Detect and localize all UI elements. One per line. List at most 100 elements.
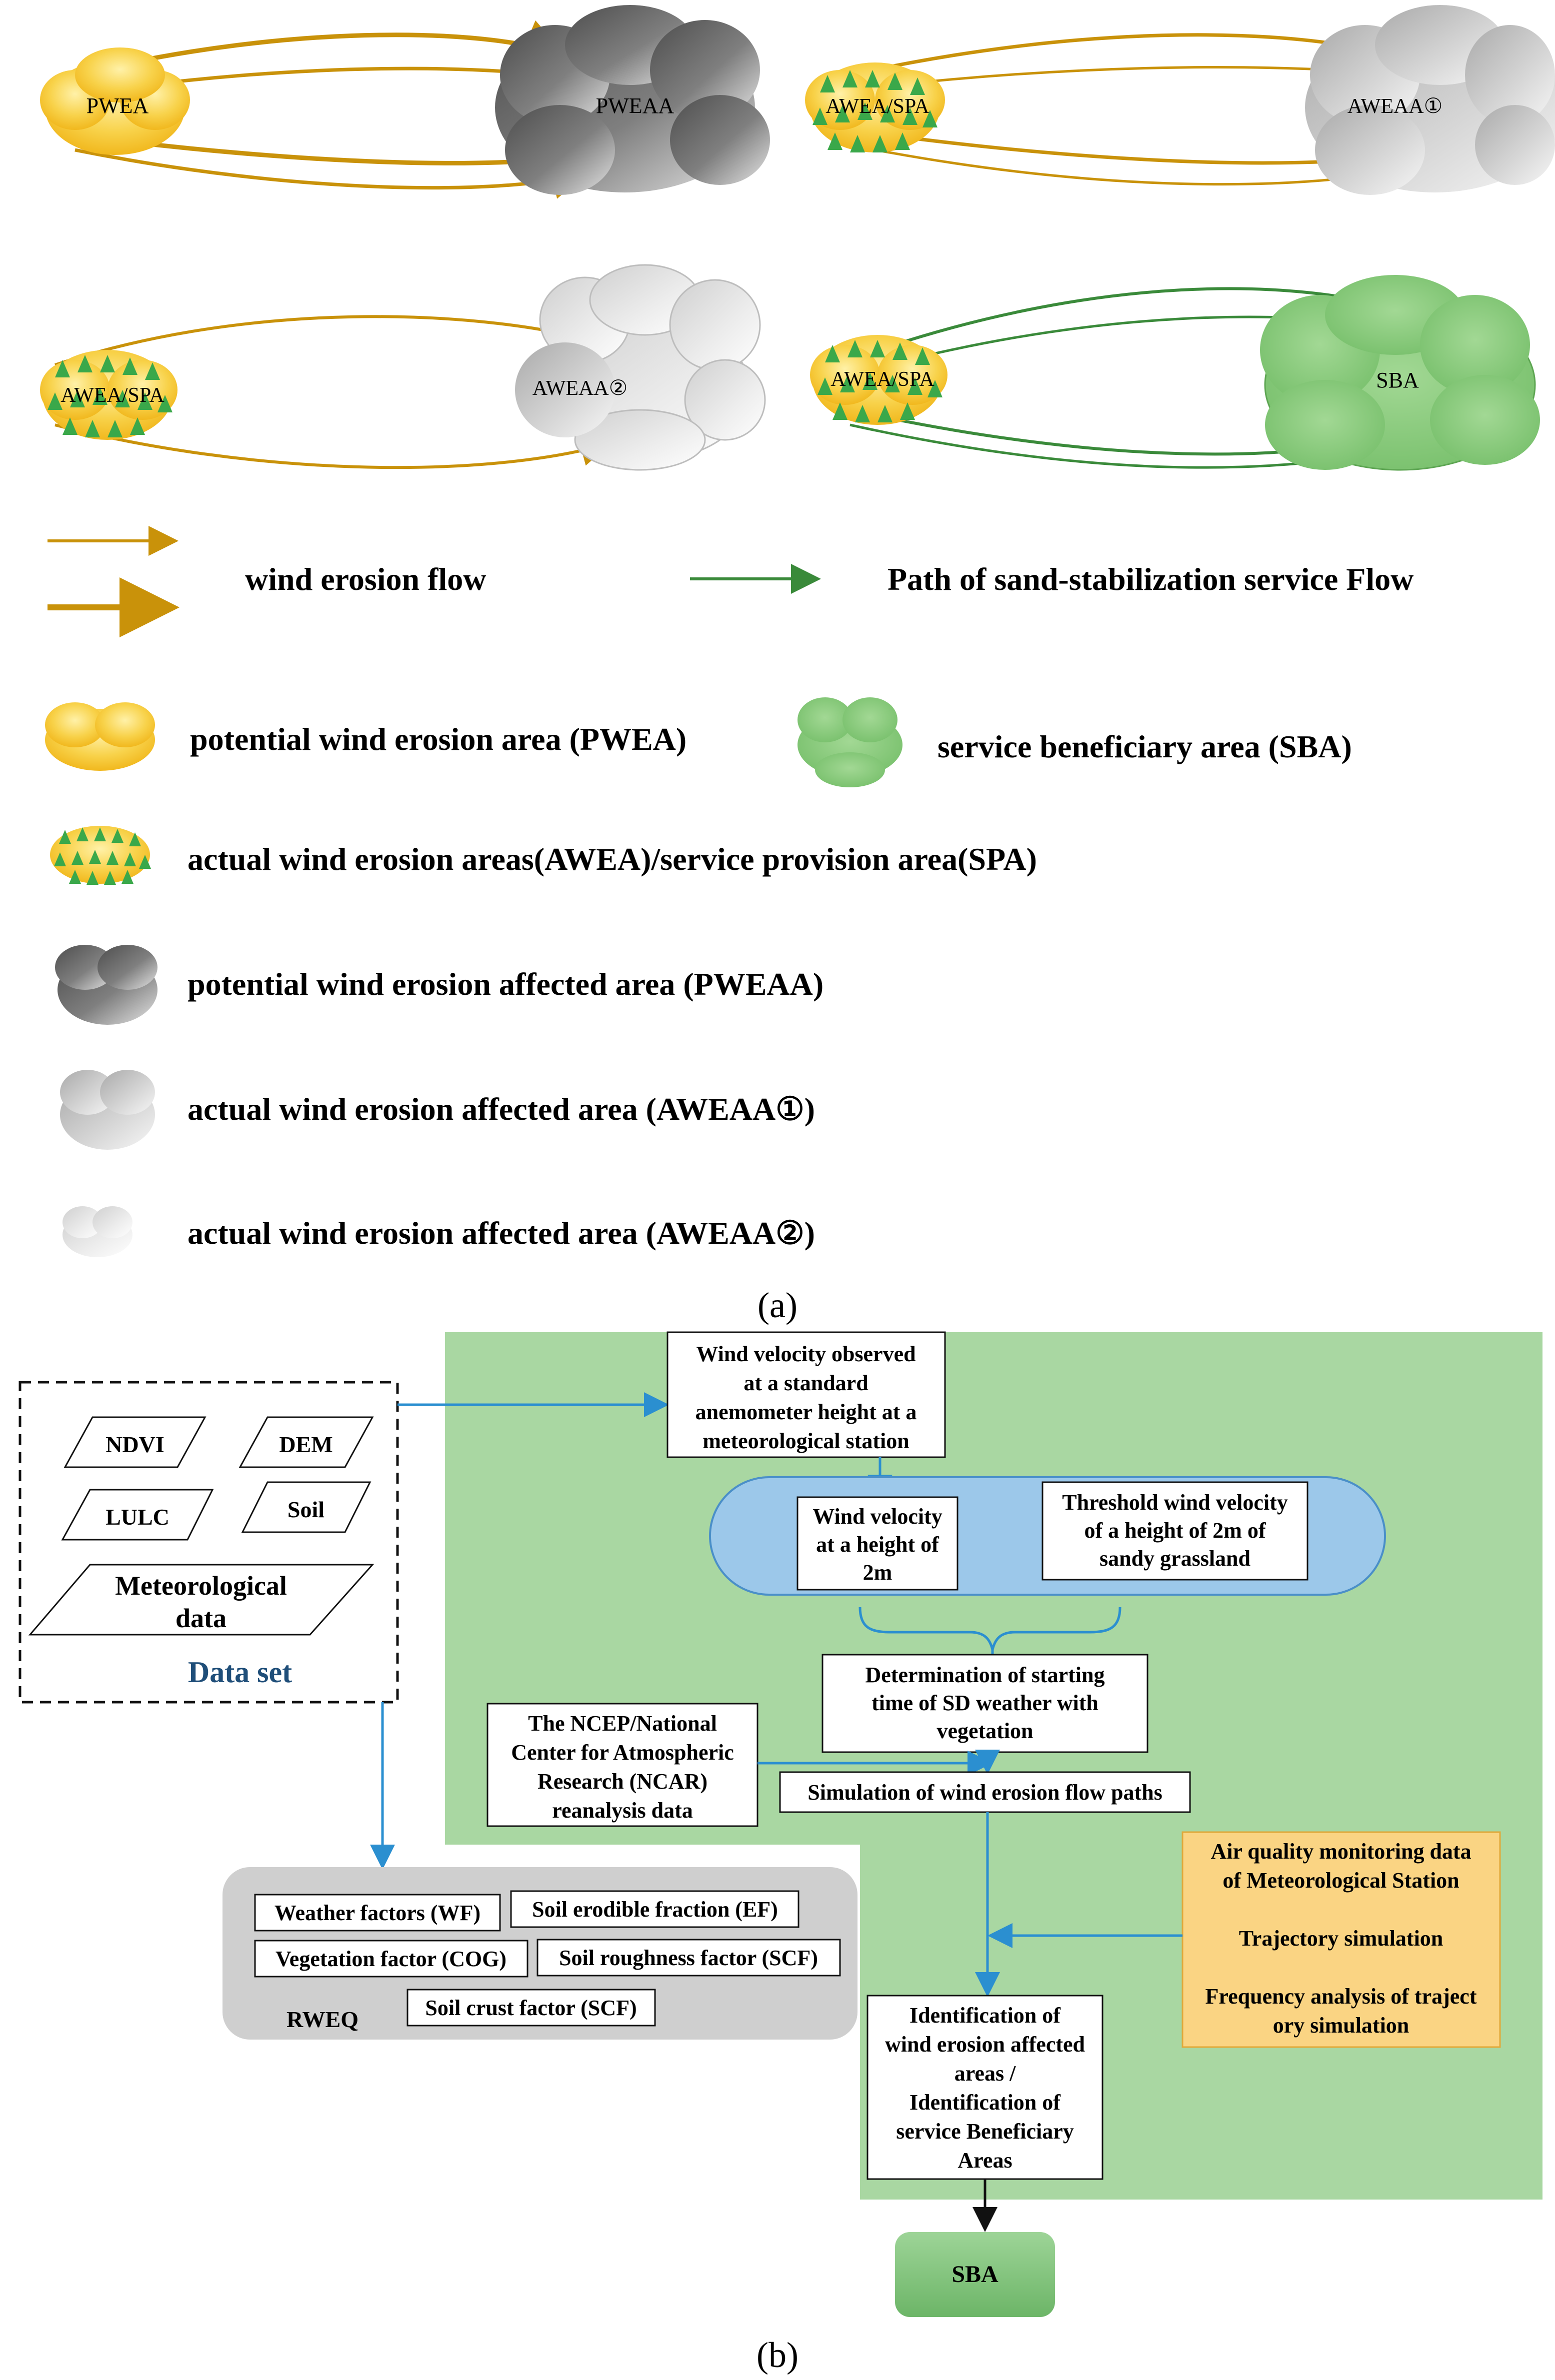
threshold-line1: Threshold wind velocity	[1062, 1490, 1288, 1515]
dataset-soil: Soil	[288, 1497, 324, 1522]
rweq-scf-rough-box	[536, 1939, 841, 1977]
aweaa2-cloud	[515, 264, 766, 471]
rweq-scf-crust-box	[406, 1989, 656, 2027]
legend-pwea-cloud	[45, 702, 155, 771]
legend-aweaa2-cloud	[62, 1206, 132, 1257]
wind-2m-line2: at a height of	[816, 1532, 940, 1557]
air-quality-line3: Trajectory simulation	[1239, 1926, 1444, 1951]
dataset-soil-shape	[241, 1481, 372, 1533]
legend-label-wind-erosion-flow: wind erosion flow	[245, 561, 486, 597]
dataset-dem-shape	[238, 1416, 374, 1468]
threshold-line2: of a height of 2m of	[1084, 1518, 1266, 1543]
aweaa1-cloud	[1305, 5, 1555, 195]
legend-aweaa2: actual wind erosion affected area (AWEAA…	[62, 1206, 815, 1257]
legend-service-flow: Path of sand-stabilization service Flow	[690, 561, 1414, 597]
ncep-box	[486, 1703, 758, 1827]
dataset-met-line1: Meteorological	[115, 1571, 287, 1601]
rweq-scf-rough: Soil roughness factor (SCF)	[559, 1946, 818, 1970]
legend-pweaa: potential wind erosion affected area (PW…	[55, 945, 824, 1025]
legend-pweaa-cloud	[55, 945, 158, 1025]
wind-2m-box	[796, 1496, 958, 1591]
sba-box	[895, 2232, 1055, 2317]
wind-2m-line1: Wind velocity	[812, 1504, 942, 1529]
legend-awea-spa-cloud	[50, 826, 151, 885]
wind-observed-line4: meteorological station	[702, 1429, 909, 1453]
erosion-arrow	[54, 423, 611, 469]
tree-icons	[54, 827, 151, 885]
wind-observed-line1: Wind velocity observed	[696, 1342, 916, 1366]
identification-line3: areas /	[954, 2061, 1016, 2086]
node-label-awea-spa-2: AWEA/SPA	[60, 384, 164, 407]
wind-observed-line3: anemometer height at a	[696, 1400, 917, 1424]
simulation-box	[779, 1771, 1191, 1813]
pwea-cloud	[40, 47, 190, 155]
identification-line6: Areas	[958, 2148, 1012, 2173]
erosion-arrow	[74, 148, 587, 199]
tree-icons	[818, 340, 942, 422]
air-quality-line2: of Meteorological Station	[1222, 1868, 1459, 1893]
dataset-ndvi-shape	[64, 1416, 206, 1468]
tree-icons	[48, 355, 172, 437]
air-quality-line5: ory simulation	[1273, 2013, 1410, 2038]
legend-label-aweaa1: actual wind erosion affected area (AWEAA…	[188, 1091, 815, 1127]
rweq-cog: Vegetation factor (COG)	[276, 1947, 506, 1971]
determination-line3: vegetation	[936, 1719, 1033, 1743]
awea-spa-cloud-1	[805, 62, 945, 152]
rweq-ef: Soil erodible fraction (EF)	[532, 1897, 778, 1922]
legend-label-sba: service beneficiary area (SBA)	[938, 729, 1352, 764]
threshold-box	[1042, 1481, 1308, 1581]
sba-cloud	[1260, 275, 1540, 471]
awea-spa-cloud-3	[810, 335, 948, 425]
panel-a: PWEA PWEAA AWEA/SPA	[40, 5, 1555, 1325]
legend-aweaa1: actual wind erosion affected area (AWEAA…	[60, 1070, 815, 1150]
wind-2m-line3: 2m	[863, 1560, 892, 1585]
node-label-sba: SBA	[1376, 368, 1419, 392]
node-label-aweaa2: AWEAA②	[532, 377, 628, 400]
rweq-cog-box	[254, 1940, 528, 1978]
dataset-dem: DEM	[279, 1432, 332, 1457]
identification-line1: Identification of	[910, 2003, 1061, 2028]
air-quality-line4: Frequency analysis of traject	[1206, 1984, 1477, 2009]
legend-pwea: potential wind erosion area (PWEA)	[45, 702, 686, 771]
legend-awea-spa: actual wind erosion areas(AWEA)/service …	[50, 826, 1037, 885]
node-label-aweaa1: AWEAA①	[1348, 95, 1443, 118]
dataset-lulc-shape	[61, 1489, 214, 1541]
panel-b: NDVI DEM LULC Soil Meteorological data D…	[18, 1331, 1542, 2375]
air-quality-line1: Air quality monitoring data	[1210, 1839, 1471, 1864]
ncep-line4: reanalysis data	[552, 1798, 693, 1823]
caption-a: (a)	[758, 1285, 798, 1325]
rweq-wf: Weather factors (WF)	[274, 1901, 480, 1925]
caption-b: (b)	[756, 2335, 798, 2375]
dataset-title: Data set	[188, 1656, 292, 1689]
legend-label-aweaa2: actual wind erosion affected area (AWEAA…	[188, 1215, 815, 1251]
dataset-met-shape	[28, 1564, 374, 1636]
legend-label-awea-spa: actual wind erosion areas(AWEA)/service …	[188, 841, 1037, 877]
legend-erosion-flow: wind erosion flow	[48, 526, 486, 637]
node-label-awea-spa-3: AWEA/SPA	[830, 368, 934, 391]
rweq-ef-box	[510, 1890, 800, 1928]
legend-aweaa1-cloud	[60, 1070, 155, 1150]
identification-box	[866, 1995, 1104, 2180]
determination-line2: time of SD weather with	[872, 1691, 1098, 1715]
tree-icons	[812, 70, 938, 152]
dataset-ndvi: NDVI	[106, 1432, 164, 1457]
sba-label: SBA	[952, 2261, 998, 2288]
ncep-line1: The NCEP/National	[528, 1711, 717, 1736]
rweq-title: RWEQ	[286, 2007, 358, 2032]
determination-box	[822, 1654, 1148, 1753]
legend-label-pweaa: potential wind erosion affected area (PW…	[188, 966, 824, 1002]
dataset-lulc: LULC	[106, 1504, 170, 1530]
identification-line5: service Beneficiary	[896, 2119, 1074, 2144]
determination-line1: Determination of starting	[865, 1663, 1104, 1687]
wind-observed-line2: at a standard	[744, 1371, 868, 1395]
flow-awea-to-aweaa2	[54, 315, 611, 469]
rweq-scf-crust: Soil crust factor (SCF)	[425, 1996, 636, 2020]
node-label-pweaa: PWEAA	[596, 93, 674, 118]
ncep-line2: Center for Atmospheric	[511, 1740, 734, 1765]
rweq-wf-box	[254, 1894, 501, 1932]
awea-spa-cloud-2	[40, 350, 178, 440]
threshold-line3: sandy grassland	[1100, 1546, 1250, 1571]
legend-label-service-flow: Path of sand-stabilization service Flow	[888, 561, 1414, 597]
legend-label-pwea: potential wind erosion area (PWEA)	[190, 721, 686, 757]
